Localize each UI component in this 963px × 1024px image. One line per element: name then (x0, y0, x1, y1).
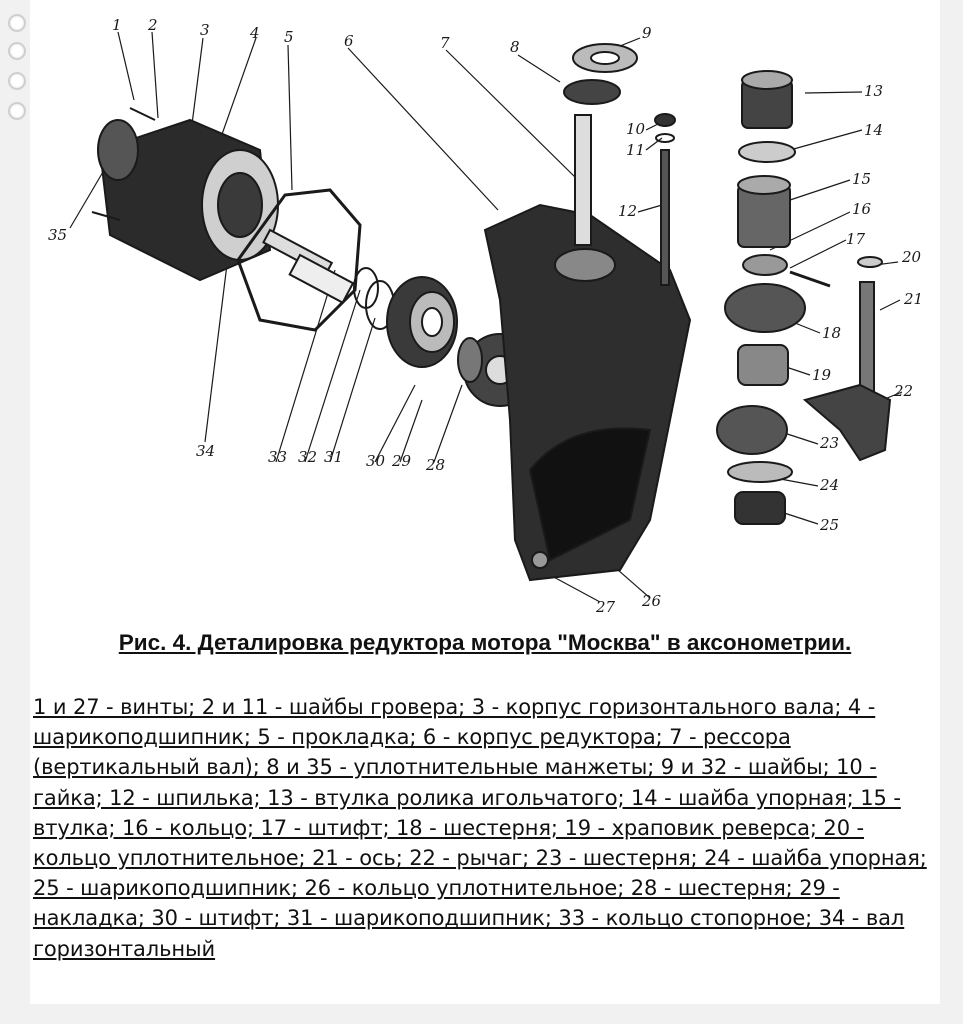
part-label: 26 (641, 592, 662, 610)
part-label: 34 (196, 442, 215, 460)
binder-ring (8, 102, 26, 120)
part-label: 23 (819, 434, 839, 452)
part-label: 27 (595, 598, 616, 616)
part-label: 10 (626, 120, 646, 138)
binder-ring (8, 72, 26, 90)
part-label: 17 (846, 230, 866, 248)
part-label: 3 (200, 21, 210, 39)
part-label: 20 (901, 248, 922, 266)
exploded-view-drawing: 1 2 3 4 5 6 7 8 9 10 11 12 13 14 15 16 1… (30, 0, 940, 628)
part-label: 7 (440, 34, 450, 52)
gearbox-housing (483, 203, 692, 582)
part-label: 12 (618, 202, 637, 220)
spring-washer (655, 133, 675, 143)
gasket (236, 188, 362, 332)
part-label: 11 (626, 141, 645, 159)
part-label: 22 (893, 382, 913, 400)
vertical-shaft (574, 114, 592, 246)
part-label: 6 (344, 32, 354, 50)
binder-ring (8, 42, 26, 60)
horizontal-shaft (262, 228, 355, 304)
part-label: 2 (147, 16, 158, 34)
right-column-parts (716, 70, 831, 525)
binder-ring (8, 14, 26, 32)
part-label: 14 (864, 121, 883, 139)
seal (563, 79, 621, 105)
part-label: 33 (268, 448, 287, 466)
parts-legend: 1 и 27 - винты; 2 и 11 - шайбы гровера; … (33, 695, 927, 961)
part-label: 24 (819, 476, 839, 494)
part-label: 35 (48, 226, 67, 244)
horizontal-shaft-housing (91, 107, 279, 282)
lever-assembly (802, 256, 892, 462)
part-label: 16 (852, 200, 872, 218)
figure-caption: Рис. 4. Деталировка редуктора мотора "Мо… (118, 630, 852, 655)
part-label: 29 (391, 452, 412, 470)
part-label: 1 (112, 16, 122, 34)
part-label: 19 (812, 366, 832, 384)
part-label: 4 (249, 24, 260, 42)
stud (660, 149, 670, 286)
ball-bearing (386, 276, 458, 368)
nut (654, 113, 676, 127)
part-label: 8 (510, 38, 520, 56)
part-label: 31 (324, 448, 343, 466)
part-label: 28 (425, 456, 445, 474)
part-label: 30 (366, 452, 386, 470)
part-label: 21 (903, 290, 923, 308)
part-label: 5 (284, 28, 294, 46)
part-label: 18 (822, 324, 841, 342)
part-label: 15 (852, 170, 871, 188)
part-label: 25 (819, 516, 839, 534)
part-label: 9 (642, 24, 652, 42)
part-label: 13 (864, 82, 883, 100)
part-label: 32 (298, 448, 317, 466)
